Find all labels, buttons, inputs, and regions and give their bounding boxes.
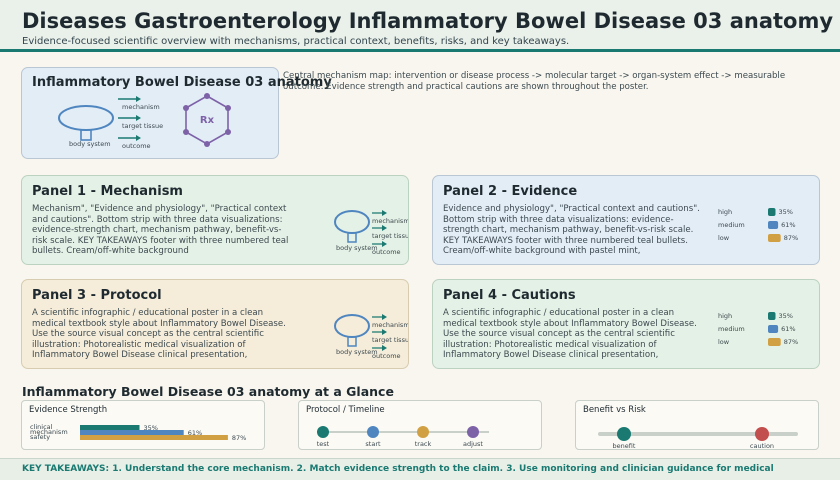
mechanism-label: target tissue bbox=[372, 336, 409, 344]
timeline-step-label: start bbox=[365, 440, 381, 448]
protocol-timeline-chart: Protocol / Timeline test start track adjust bbox=[298, 400, 542, 450]
arrow-head-icon bbox=[382, 210, 387, 216]
timeline-step-label: test bbox=[317, 440, 330, 448]
evidence-bar bbox=[768, 325, 779, 333]
poster-header: Diseases Gastroenterology Inflammatory B… bbox=[0, 0, 840, 52]
arrow-head-icon bbox=[382, 345, 387, 351]
protocol-timeline-svg: test start track adjust bbox=[317, 426, 489, 448]
key-takeaways-text: KEY TAKEAWAYS: 1. Understand the core me… bbox=[22, 464, 774, 474]
body-system-icon bbox=[334, 210, 370, 234]
intro-description: Central mechanism map: intervention or d… bbox=[283, 71, 786, 92]
body-system-stem-icon bbox=[347, 232, 357, 243]
poster-title: Diseases Gastroenterology Inflammatory B… bbox=[22, 9, 834, 33]
panel-protocol: Panel 3 - Protocol A scientific infograp… bbox=[21, 279, 409, 369]
evidence-strength-value: 87% bbox=[232, 434, 246, 442]
evidence-strength-chart: Evidence Strength clinical 35% mechanism 61… bbox=[21, 400, 265, 450]
evidence-level-label: low bbox=[718, 338, 730, 346]
evidence-category-label: mechanism bbox=[30, 428, 68, 436]
panel-title: Panel 4 - Cautions bbox=[443, 288, 576, 303]
timeline-step-label: track bbox=[415, 440, 432, 448]
body-system-label: body system bbox=[336, 348, 378, 356]
benefit-label: benefit bbox=[613, 442, 636, 450]
poster-subtitle: Evidence-focused scientific overview wit… bbox=[22, 36, 570, 47]
panel-title: Panel 3 - Protocol bbox=[32, 288, 162, 303]
evidence-strength-svg: clinical 35% mechanism 61% safety 87% bbox=[30, 423, 246, 442]
arrow-head-icon bbox=[382, 329, 387, 335]
panel-cautions: Panel 4 - Cautions A scientific infograp… bbox=[432, 279, 820, 369]
evidence-strength-value: 35% bbox=[144, 424, 158, 432]
panel-title: Panel 1 - Mechanism bbox=[32, 184, 183, 199]
intro-label-outcome: outcome bbox=[122, 142, 151, 150]
body-system-stem-icon bbox=[80, 129, 92, 141]
timeline-step-marker bbox=[467, 426, 479, 438]
evidence-bar bbox=[768, 221, 779, 229]
arrow-head-icon bbox=[382, 241, 387, 247]
evidence-strength-bar bbox=[80, 425, 140, 430]
mechanism-label: target tissue bbox=[372, 232, 409, 240]
timeline-step-marker bbox=[317, 426, 329, 438]
evidence-bar bbox=[768, 312, 776, 320]
intro-mechanism-diagram: body system mechanism target tissue outc… bbox=[58, 93, 231, 150]
timeline-step-marker bbox=[367, 426, 379, 438]
panel-body: Evidence and physiology", "Practical con… bbox=[443, 204, 700, 257]
evidence-level-label: low bbox=[718, 234, 730, 242]
benefit-risk-title: Benefit vs Risk bbox=[583, 405, 646, 415]
evidence-category-label: clinical bbox=[30, 423, 53, 431]
protocol-timeline-title: Protocol / Timeline bbox=[306, 405, 385, 415]
timeline-step-marker bbox=[417, 426, 429, 438]
evidence-value-label: 61% bbox=[781, 325, 795, 333]
body-system-icon bbox=[58, 105, 114, 131]
rx-label: Rx bbox=[200, 115, 215, 126]
evidence-strength-title: Evidence Strength bbox=[29, 405, 108, 415]
body-system-icon bbox=[334, 314, 370, 338]
key-takeaways-footer: KEY TAKEAWAYS: 1. Understand the core me… bbox=[0, 458, 840, 480]
mechanism-label: mechanism bbox=[372, 321, 409, 329]
arrow-head-icon bbox=[382, 225, 387, 231]
benefit-risk-svg: benefit caution bbox=[598, 427, 798, 450]
panel-body: A scientific infographic / educational p… bbox=[443, 308, 697, 361]
panel-body: A scientific infographic / educational p… bbox=[32, 308, 286, 361]
evidence-strength-value: 61% bbox=[188, 429, 202, 437]
evidence-value-label: 35% bbox=[779, 312, 793, 320]
body-system-stem-icon bbox=[347, 336, 357, 347]
evidence-level-label: high bbox=[718, 208, 732, 216]
evidence-bar bbox=[768, 338, 781, 346]
panel-body: Mechanism", "Evidence and physiology", "… bbox=[32, 204, 289, 257]
panel-mechanism: Panel 1 - Mechanism Mechanism", "Evidenc… bbox=[21, 175, 409, 265]
evidence-strength-bar bbox=[80, 430, 184, 435]
intro-label-target-tissue: target tissue bbox=[122, 122, 163, 130]
glance-title: Inflammatory Bowel Disease 03 anatomy at… bbox=[22, 384, 394, 399]
evidence-category-label: safety bbox=[30, 433, 50, 441]
mechanism-label: mechanism bbox=[372, 217, 409, 225]
evidence-strength-bar bbox=[80, 435, 228, 440]
evidence-value-label: 87% bbox=[784, 234, 798, 242]
intro-label-body-system: body system bbox=[69, 140, 111, 148]
evidence-value-label: 61% bbox=[781, 221, 795, 229]
evidence-level-label: medium bbox=[718, 221, 745, 229]
benefit-risk-chart: Benefit vs Risk benefit caution bbox=[575, 400, 819, 450]
panel-visual: high 35% medium 61% low 87% bbox=[718, 208, 798, 242]
caution-label: caution bbox=[750, 442, 774, 450]
caution-marker bbox=[755, 427, 769, 441]
panel-visual: high 35% medium 61% low 87% bbox=[718, 312, 798, 346]
panel-evidence: Panel 2 - Evidence Evidence and physiolo… bbox=[432, 175, 820, 265]
intro-title: Inflammatory Bowel Disease 03 anatomy bbox=[32, 75, 332, 90]
evidence-value-label: 35% bbox=[779, 208, 793, 216]
mechanism-label: outcome bbox=[372, 248, 401, 256]
panel-title: Panel 2 - Evidence bbox=[443, 184, 578, 199]
arrow-head-icon bbox=[382, 314, 387, 320]
benefit-marker bbox=[617, 427, 631, 441]
timeline-step-label: adjust bbox=[463, 440, 483, 448]
evidence-value-label: 87% bbox=[784, 338, 798, 346]
body-system-label: body system bbox=[336, 244, 378, 252]
evidence-bar bbox=[768, 208, 776, 216]
evidence-level-label: high bbox=[718, 312, 732, 320]
intro-label-mechanism: mechanism bbox=[122, 103, 160, 111]
evidence-bar bbox=[768, 234, 781, 242]
intro-panel: Inflammatory Bowel Disease 03 anatomy bo… bbox=[21, 67, 332, 159]
mechanism-label: outcome bbox=[372, 352, 401, 360]
evidence-level-label: medium bbox=[718, 325, 745, 333]
